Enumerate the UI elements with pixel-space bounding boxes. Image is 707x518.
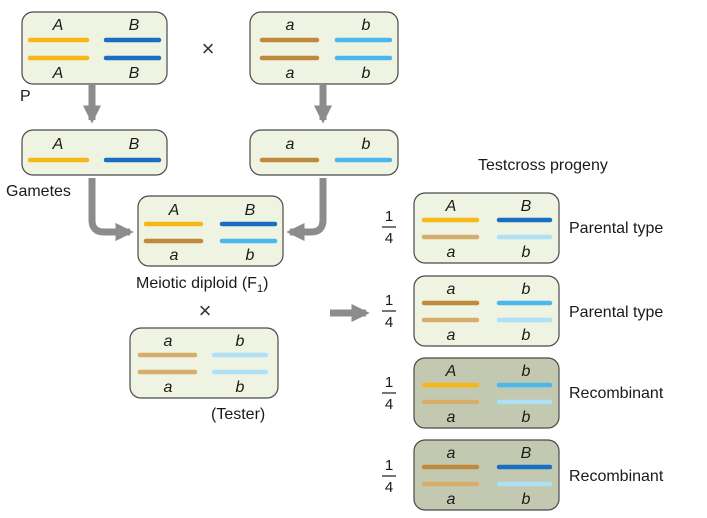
label-gametes: Gametes <box>6 183 71 200</box>
allele-label: B <box>129 17 140 34</box>
allele-label: a <box>447 244 456 261</box>
allele-label: b <box>236 333 245 350</box>
label-p: P <box>20 88 31 105</box>
box <box>21 129 168 176</box>
progeny-type-label: Recombinant <box>569 385 664 402</box>
allele-label: A <box>52 17 64 34</box>
allele-label: B <box>521 198 532 215</box>
allele-label: a <box>447 281 456 298</box>
allele-label: a <box>447 491 456 508</box>
tester-box: a b a b <box>129 327 279 399</box>
label-f1-subscript: 1 <box>257 283 263 295</box>
gamete-box-ab-recessive: a b <box>249 129 399 176</box>
allele-label: B <box>129 65 140 82</box>
allele-label: A <box>445 363 457 380</box>
arrow-gamete-right-to-f1 <box>286 178 327 242</box>
progeny-title: Testcross progeny <box>478 157 608 174</box>
allele-label: b <box>522 281 531 298</box>
box <box>21 11 168 85</box>
progeny-type-label: Parental type <box>569 304 663 321</box>
allele-label: b <box>522 491 531 508</box>
fraction-numerator: 1 <box>385 457 393 474</box>
allele-label: b <box>246 247 255 264</box>
fraction-denominator: 4 <box>385 396 393 413</box>
progeny-box-recombinant <box>413 357 560 429</box>
fraction-numerator: 1 <box>385 374 393 391</box>
box <box>249 11 399 85</box>
allele-label: b <box>236 379 245 396</box>
label-f1: Meiotic diploid (F1) <box>136 275 268 295</box>
f1-diploid-box: A B a b <box>137 195 284 267</box>
progeny-box-recombinant <box>413 439 560 511</box>
box <box>129 327 279 399</box>
allele-label: a <box>286 65 295 82</box>
allele-label: b <box>522 363 531 380</box>
cross-symbol-parents: × <box>202 36 215 61</box>
parent-box-ab: A B A B <box>21 11 168 85</box>
gamete-box-ab: A B <box>21 129 168 176</box>
allele-label: b <box>362 65 371 82</box>
label-f1-text: Meiotic diploid (F <box>136 275 257 292</box>
allele-label: A <box>445 198 457 215</box>
parent-box-ab-recessive: a b a b <box>249 11 399 85</box>
allele-label: a <box>447 327 456 344</box>
allele-label: b <box>522 409 531 426</box>
cross-symbol-tester: × <box>199 298 212 323</box>
progeny-row-4: 1 4 a B a b Recombinant <box>382 439 664 511</box>
progeny-row-1: 1 4 A B a b Parental type <box>382 192 663 264</box>
allele-label: A <box>52 65 64 82</box>
allele-label: b <box>522 327 531 344</box>
allele-label: a <box>447 445 456 462</box>
allele-label: a <box>286 17 295 34</box>
allele-label: a <box>286 136 295 153</box>
allele-label: A <box>168 202 180 219</box>
progeny-type-label: Parental type <box>569 220 663 237</box>
box <box>137 195 284 267</box>
allele-label: B <box>521 445 532 462</box>
fraction-numerator: 1 <box>385 292 393 309</box>
allele-label: a <box>447 409 456 426</box>
allele-label: A <box>52 136 64 153</box>
allele-label: b <box>362 136 371 153</box>
allele-label: b <box>362 17 371 34</box>
arrow-gamete-left-to-f1 <box>88 178 134 242</box>
arrows <box>82 85 370 323</box>
allele-label: a <box>164 379 173 396</box>
box <box>249 129 399 176</box>
fraction-denominator: 4 <box>385 230 393 247</box>
label-tester: (Tester) <box>211 406 265 423</box>
progeny-box <box>413 192 560 264</box>
progeny-row-3: 1 4 A b a b Recombinant <box>382 357 664 429</box>
fraction-denominator: 4 <box>385 479 393 496</box>
progeny-type-label: Recombinant <box>569 468 664 485</box>
label-f1-close: ) <box>263 275 268 292</box>
allele-label: B <box>129 136 140 153</box>
fraction-denominator: 4 <box>385 314 393 331</box>
fraction-numerator: 1 <box>385 208 393 225</box>
allele-label: b <box>522 244 531 261</box>
progeny-row-2: 1 4 a b a b Parental type <box>382 275 663 347</box>
allele-label: a <box>170 247 179 264</box>
allele-label: B <box>245 202 256 219</box>
progeny-box <box>413 275 560 347</box>
allele-label: a <box>164 333 173 350</box>
